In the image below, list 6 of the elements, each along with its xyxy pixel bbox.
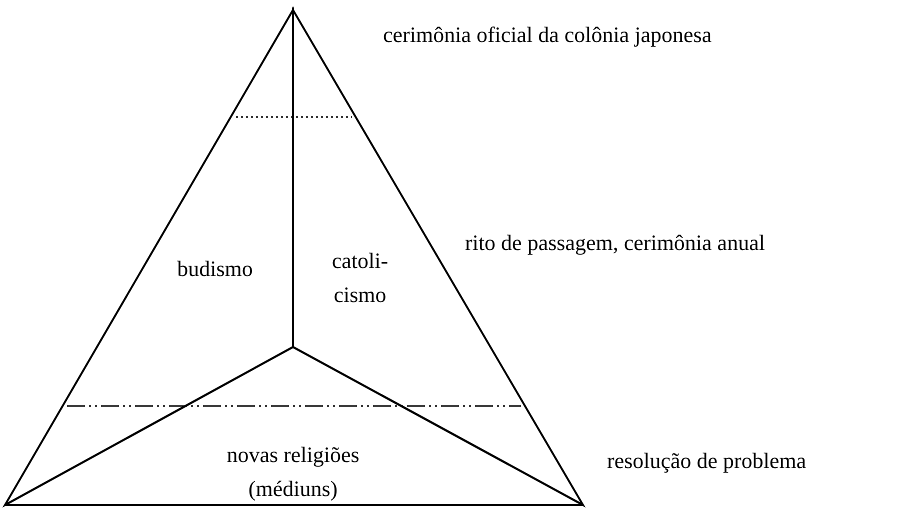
region-label: budismo [176,255,254,283]
region-label: novas religiões (médiuns) [226,441,360,503]
level-annotation: cerimônia oficial da colônia japonesa [383,22,712,48]
level-annotation: resolução de problema [607,448,806,474]
region-label: catoli- cismo [330,247,390,309]
level-annotation: rito de passagem, cerimônia anual [465,230,765,256]
